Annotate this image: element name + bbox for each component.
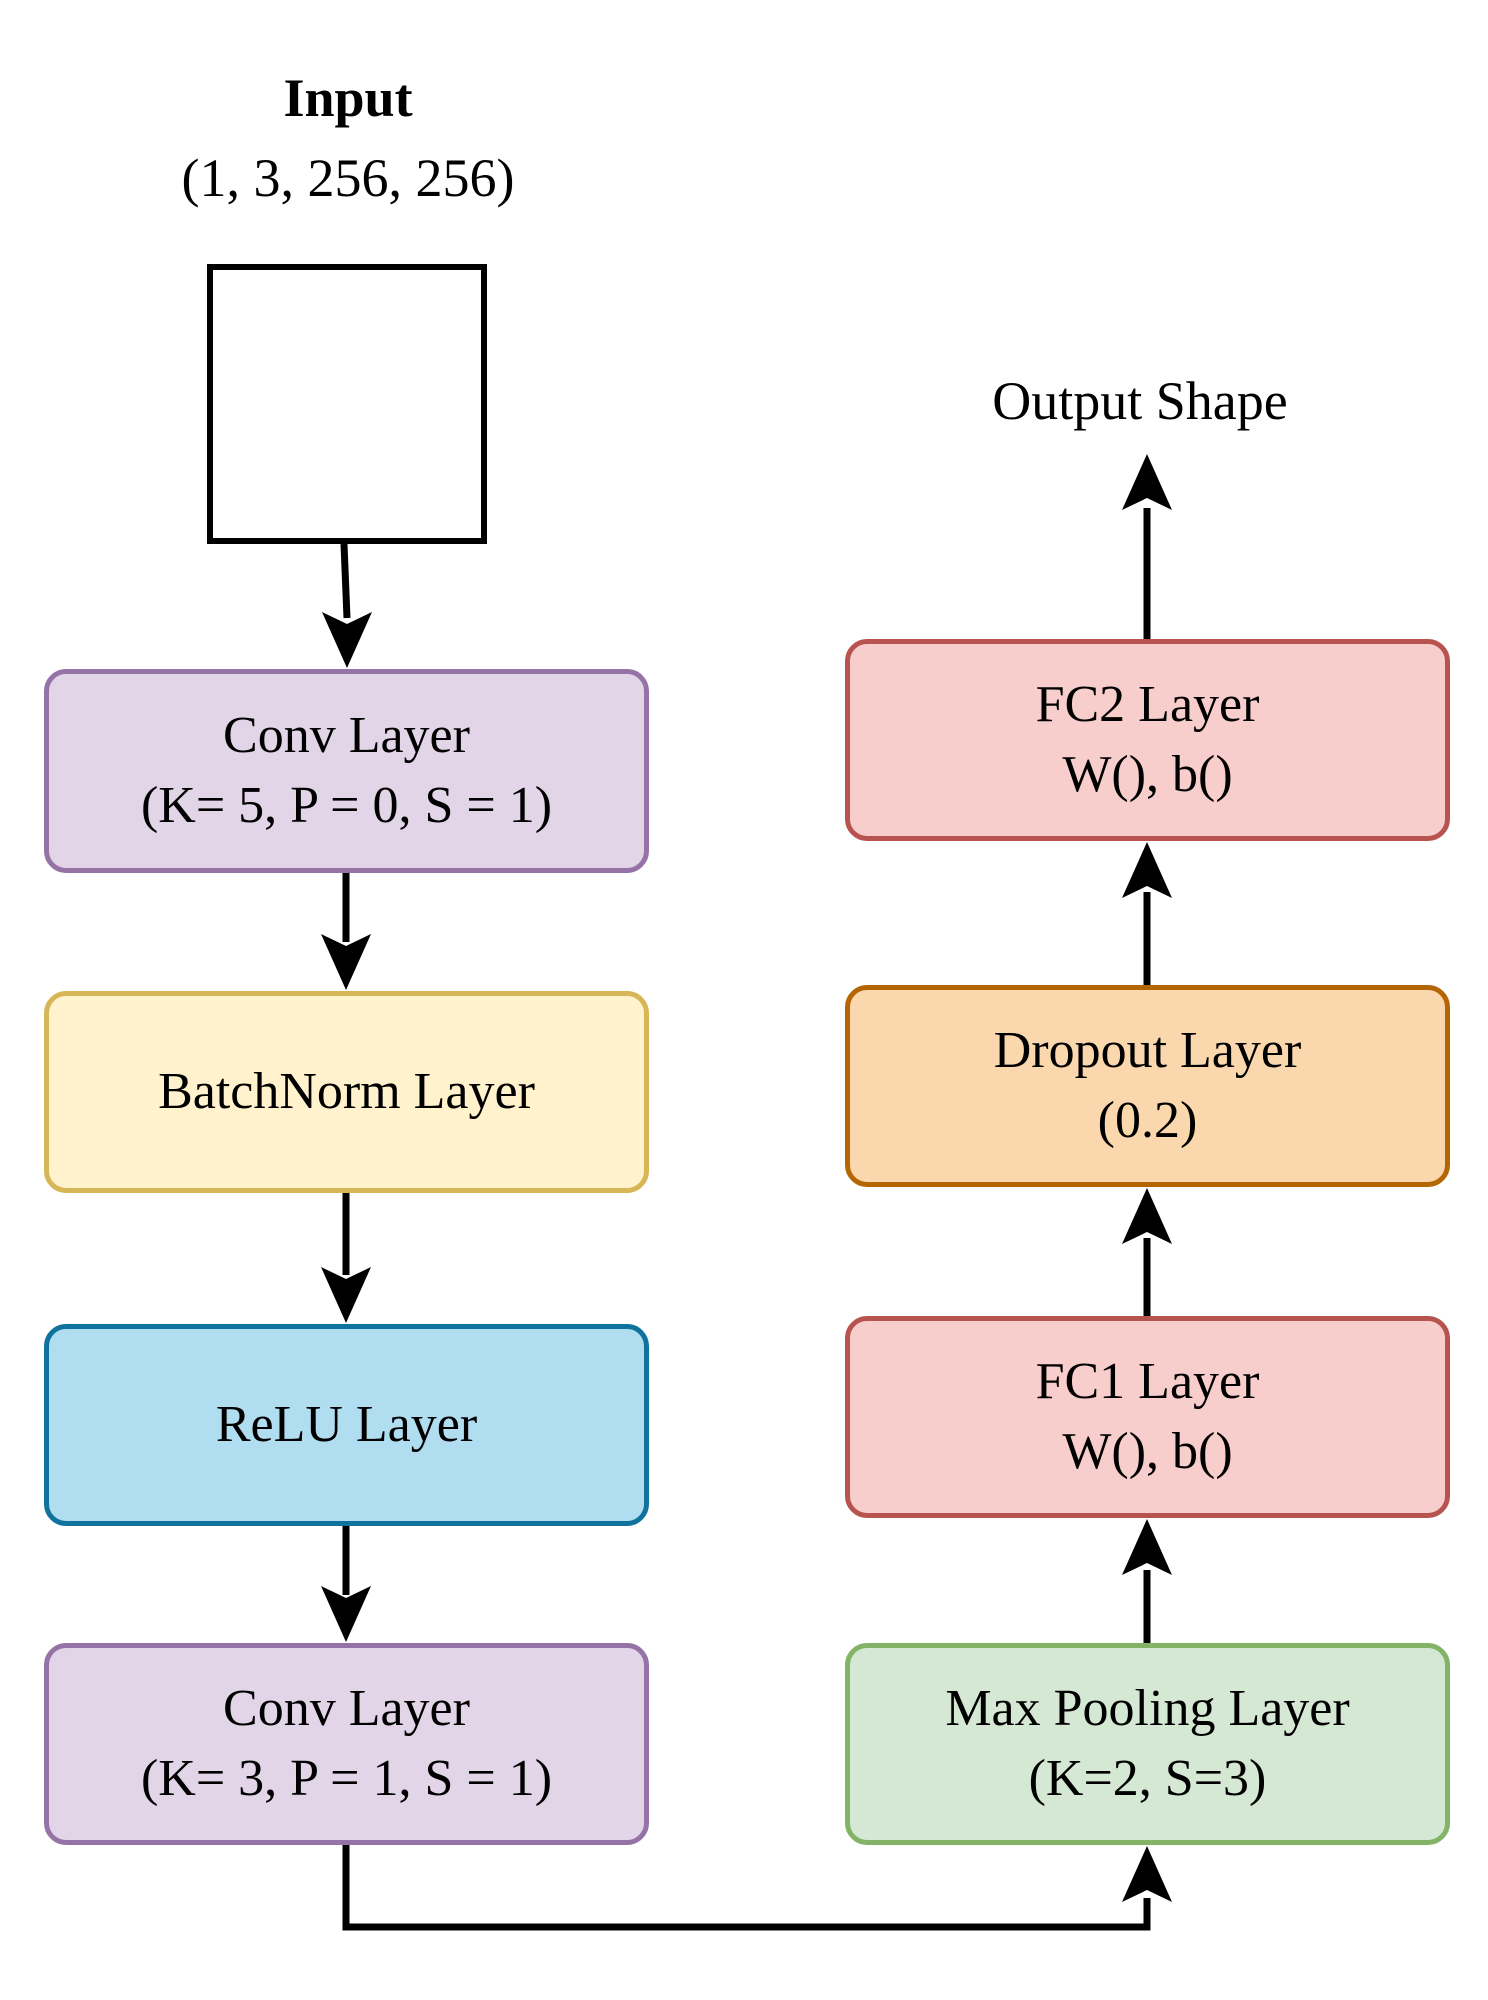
conv-layer-2-node: Conv Layer (K= 3, P = 1, S = 1) (44, 1643, 649, 1845)
node-title: Conv Layer (223, 1680, 470, 1737)
node-params: (0.2) (1097, 1092, 1198, 1149)
arrowhead-fc2-to-output (1122, 454, 1172, 510)
arrowhead-conv1-to-batchnorm (321, 934, 371, 990)
node-params: W(), b() (1062, 1423, 1233, 1480)
node-title: ReLU Layer (215, 1396, 478, 1453)
arrowhead-conv2-to-maxpool (1122, 1846, 1172, 1902)
arrowhead-fc1-to-dropout (1122, 1188, 1172, 1244)
node-title: BatchNorm Layer (158, 1063, 535, 1120)
node-params: (K=2, S=3) (1028, 1750, 1267, 1807)
input-title: Input (283, 68, 413, 128)
relu-layer-node: ReLU Layer (44, 1324, 649, 1526)
batchnorm-layer-node: BatchNorm Layer (44, 991, 649, 1193)
arrowhead-relu-to-conv2 (321, 1586, 371, 1642)
fc2-layer-node: FC2 Layer W(), b() (845, 639, 1450, 841)
input-tensor-box (207, 264, 487, 544)
arrowhead-maxpool-to-fc1 (1122, 1519, 1172, 1575)
max-pooling-layer-node: Max Pooling Layer (K=2, S=3) (845, 1643, 1450, 1845)
node-title: Max Pooling Layer (945, 1680, 1350, 1737)
node-params: (K= 3, P = 1, S = 1) (140, 1750, 553, 1807)
node-params: (K= 5, P = 0, S = 1) (140, 777, 553, 834)
arrowhead-batchnorm-to-relu (321, 1267, 371, 1323)
arrow-input-to-conv1 (340, 543, 351, 619)
arrow-conv2-to-maxpool (342, 1845, 1151, 1931)
node-params: W(), b() (1062, 746, 1233, 803)
node-title: FC2 Layer (1035, 676, 1260, 733)
output-shape-caption: Output Shape (992, 371, 1288, 431)
input-shape: (1, 3, 256, 256) (181, 148, 515, 208)
node-title: FC1 Layer (1035, 1353, 1260, 1410)
dropout-layer-node: Dropout Layer (0.2) (845, 985, 1450, 1187)
conv-layer-1-node: Conv Layer (K= 5, P = 0, S = 1) (44, 669, 649, 873)
arrowhead-dropout-to-fc2 (1122, 842, 1172, 898)
node-title: Conv Layer (223, 707, 470, 764)
arrowhead-input-to-conv1 (322, 612, 372, 668)
fc1-layer-node: FC1 Layer W(), b() (845, 1316, 1450, 1518)
node-title: Dropout Layer (993, 1022, 1302, 1079)
